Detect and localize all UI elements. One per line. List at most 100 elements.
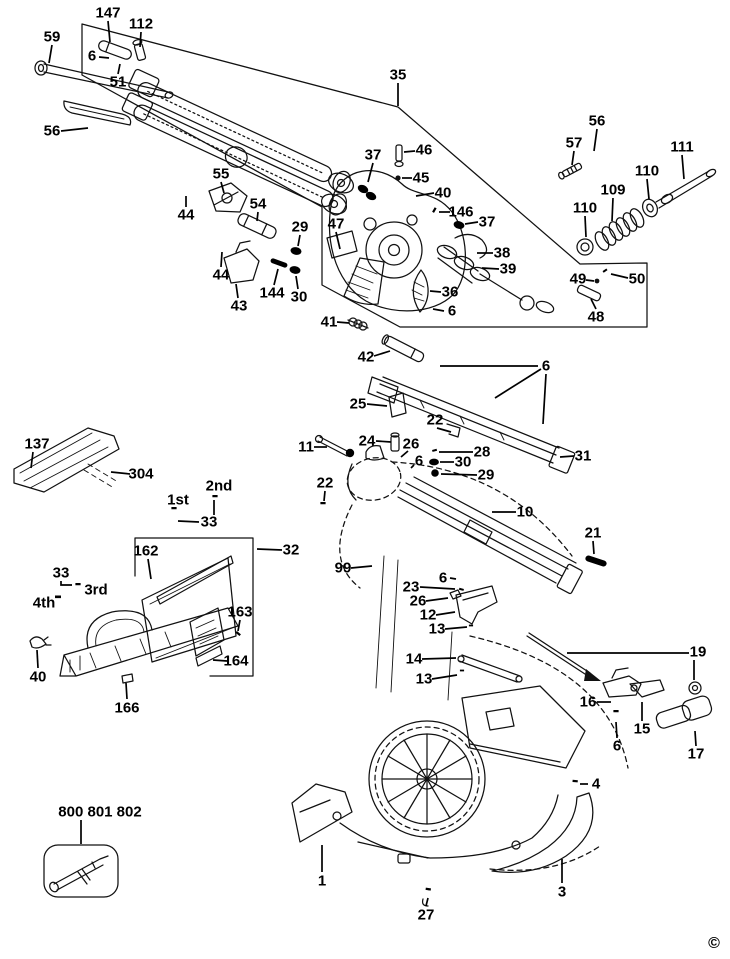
- leader-line-46: [403, 150, 416, 153]
- part-label-6: 6: [414, 452, 424, 470]
- copyright-mark: ©: [708, 935, 720, 952]
- panel-32-outline: [134, 537, 254, 677]
- part-label-17: 17: [687, 745, 705, 763]
- part-label-6: 6: [447, 302, 457, 320]
- part-label-59: 59: [43, 28, 61, 46]
- part-label-163: 163: [227, 603, 253, 621]
- part-screw-27: [421, 887, 431, 907]
- part-label-44: 44: [177, 206, 195, 224]
- part-label-46: 46: [415, 141, 433, 159]
- part-ring-110-right: [641, 198, 659, 218]
- part-ball-49: [594, 278, 600, 284]
- part-plate-47: [326, 230, 358, 259]
- leader-line-50: [610, 273, 629, 279]
- part-label-3rd: 3rd: [84, 581, 108, 599]
- leader-line-22: [436, 427, 452, 433]
- part-label-41: 41: [320, 313, 338, 331]
- leader-line-42: [373, 350, 391, 357]
- part-label-144: 144: [259, 284, 285, 302]
- leader-line-6: [615, 721, 618, 739]
- part-label-13: 13: [428, 620, 446, 638]
- leader-line-17: [694, 730, 697, 747]
- part-label-30: 30: [454, 453, 472, 471]
- part-label-31: 31: [574, 447, 592, 465]
- part-label-28: 28: [473, 443, 491, 461]
- part-label-55: 55: [212, 165, 230, 183]
- part-ball-45: [395, 175, 401, 181]
- part-label-1: 1: [317, 872, 327, 890]
- part-label-146: 146: [448, 203, 474, 221]
- part-label-147: 147: [95, 4, 121, 22]
- part-link-14: [457, 654, 523, 683]
- part-knob-43: [223, 240, 260, 284]
- part-pin-42: [381, 334, 425, 363]
- leader-line-39: [481, 267, 500, 270]
- part-label-26: 26: [409, 592, 427, 610]
- part-label-23: 23: [402, 578, 420, 596]
- leader-line-99: [350, 565, 373, 569]
- part-label-109: 109: [600, 181, 626, 199]
- part-label-54: 54: [249, 195, 267, 213]
- part-pin-112: [132, 39, 147, 61]
- part-label-22: 22: [426, 411, 444, 429]
- part-label-39: 39: [499, 260, 517, 278]
- leader-line-43: [235, 283, 239, 299]
- part-label-26: 26: [402, 435, 420, 453]
- part-label-21: 21: [584, 524, 602, 542]
- part-label-30: 30: [290, 288, 308, 306]
- part-label-43: 43: [230, 297, 248, 315]
- part-rod-11: [314, 434, 355, 458]
- leader-line-110: [584, 215, 587, 238]
- leader-line-40: [36, 649, 39, 669]
- part-label-16: 16: [579, 693, 597, 711]
- part-clamp-box-800: [43, 844, 119, 898]
- leader-line-304: [110, 471, 131, 475]
- part-label-45: 45: [412, 169, 430, 187]
- leader-line-56: [60, 127, 89, 132]
- leader-line-48: [590, 298, 597, 310]
- part-label-4: 4: [591, 775, 601, 793]
- part-label-36: 36: [441, 283, 459, 301]
- leader-line-37: [464, 221, 479, 225]
- part-ring-19: [688, 681, 702, 695]
- part-base-1: [291, 720, 559, 864]
- leader-line-163: [237, 619, 241, 632]
- leader-line-26: [425, 597, 449, 602]
- part-label-19: 19: [689, 643, 707, 661]
- part-wrench-56: [63, 100, 132, 126]
- part-latch-12: [455, 585, 498, 625]
- leader-line-13: [444, 626, 468, 630]
- part-bracket-55: [208, 182, 248, 213]
- part-label-6: 6: [87, 47, 97, 65]
- part-pin-48: [576, 284, 602, 302]
- part-label-4th: 4th: [32, 594, 56, 612]
- part-label-13: 13: [415, 670, 433, 688]
- part-label-111: 111: [670, 138, 694, 156]
- leader-line-51: [117, 63, 121, 75]
- leader-line-30: [295, 275, 299, 290]
- leader-line-55: [220, 181, 225, 194]
- leader-line-32: [256, 548, 283, 551]
- part-label-40: 40: [29, 668, 47, 686]
- part-plate-164: [189, 607, 225, 667]
- part-label-29: 29: [477, 466, 495, 484]
- leader-line-109: [611, 197, 614, 222]
- part-clamp-17: [655, 695, 713, 729]
- part-label-112: 112: [128, 15, 154, 33]
- part-arm-10: [397, 476, 583, 595]
- part-handle-assembly: [59, 557, 239, 677]
- leader-line-110: [646, 178, 650, 200]
- part-eyelet-plate: [327, 172, 355, 194]
- part-link-chain: [436, 233, 555, 314]
- leader-line-59: [48, 44, 53, 64]
- leader-line-29: [440, 473, 478, 476]
- part-label-164: 164: [223, 652, 249, 670]
- leader-line-6: [410, 464, 415, 469]
- part-label-33: 33: [200, 513, 218, 531]
- leader-line-47: [335, 231, 341, 250]
- leader-line-6: [494, 368, 542, 399]
- part-label-37: 37: [478, 213, 496, 231]
- part-lever-15: [629, 679, 665, 698]
- leader-line-164: [212, 659, 228, 662]
